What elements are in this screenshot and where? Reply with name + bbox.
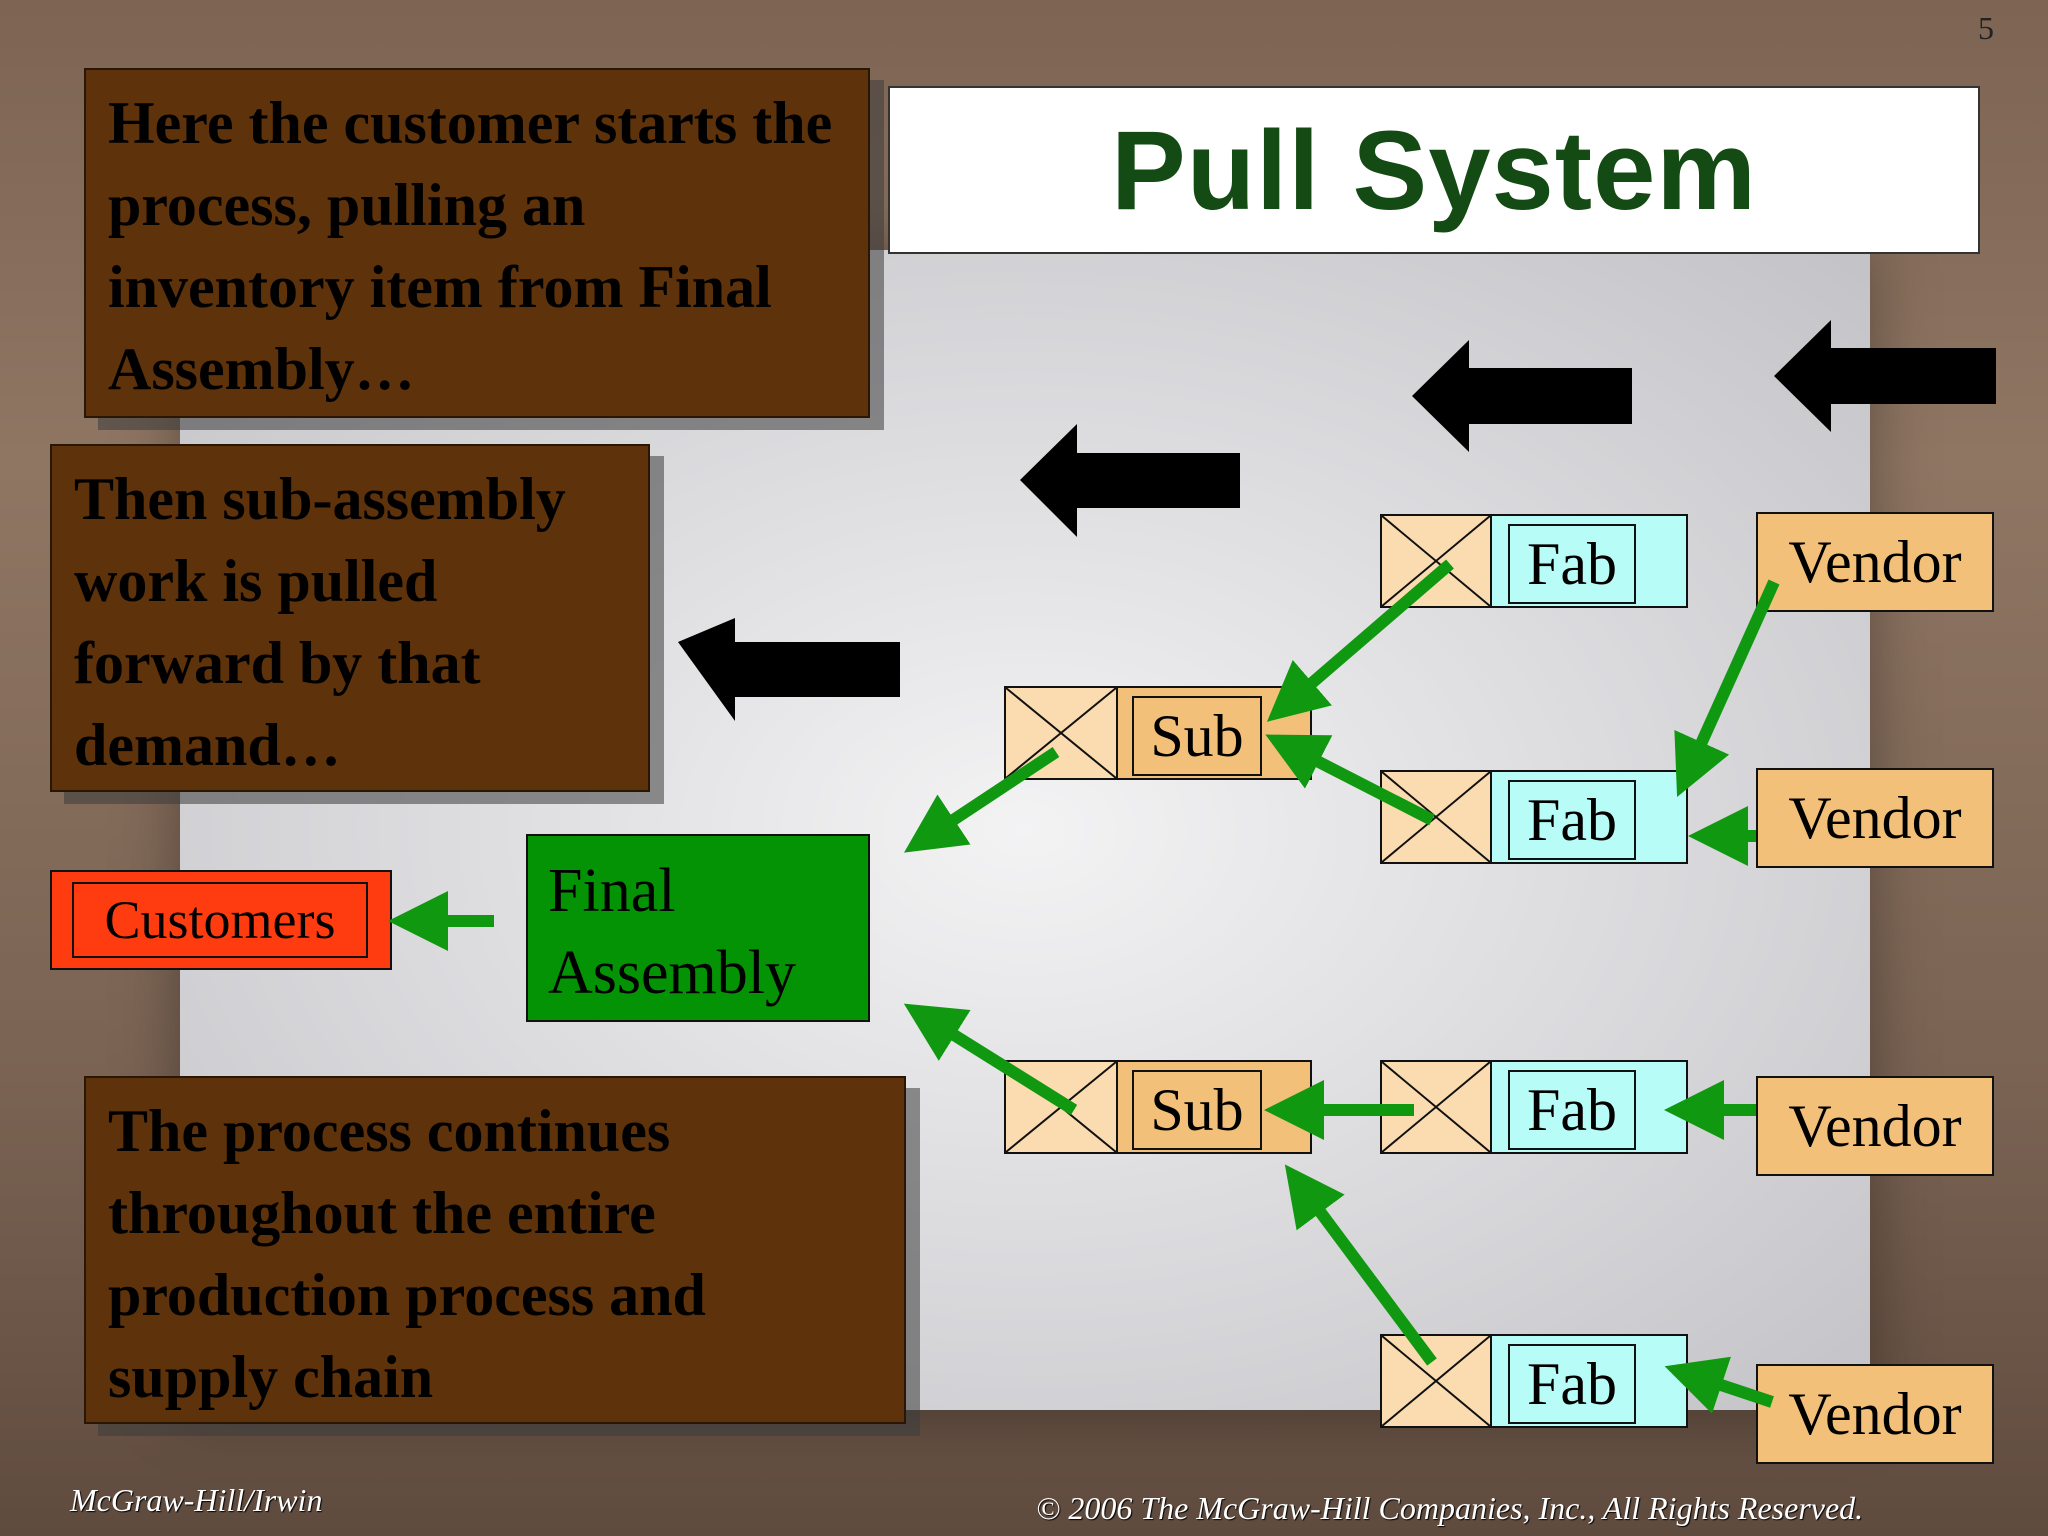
sub-node-bottom: Sub <box>1116 1060 1312 1154</box>
final-assembly-label: Final Assembly <box>548 857 796 1007</box>
page-title: Pull System <box>1111 107 1757 233</box>
fab-inventory-1 <box>1380 514 1492 608</box>
sub-label-bottom: Sub <box>1132 1070 1262 1150</box>
inventory-x-icon <box>1382 772 1490 862</box>
sub-label-top: Sub <box>1132 696 1262 776</box>
fab-node-3: Fab <box>1490 1060 1688 1154</box>
fab-inventory-2 <box>1380 770 1492 864</box>
note-box-third: The process continues throughout the ent… <box>84 1076 906 1424</box>
fab-inventory-4 <box>1380 1334 1492 1428</box>
fab-label-3: Fab <box>1508 1070 1636 1150</box>
fab-inventory-3 <box>1380 1060 1492 1154</box>
note-text-first: Here the customer starts the process, pu… <box>108 90 833 402</box>
final-assembly-node: Final Assembly <box>526 834 870 1022</box>
vendor-node-1: Vendor <box>1756 512 1994 612</box>
vendor-node-2: Vendor <box>1756 768 1994 868</box>
sub-inventory-bottom <box>1004 1060 1118 1154</box>
note-text-second: Then sub-assembly work is pulled forward… <box>74 466 566 778</box>
inventory-x-icon <box>1006 1062 1116 1152</box>
sub-inventory-top <box>1004 686 1118 780</box>
footer-publisher: McGraw-Hill/Irwin <box>70 1482 323 1518</box>
footer-copyright: © 2006 The McGraw-Hill Companies, Inc., … <box>1036 1490 1864 1526</box>
note-box-second: Then sub-assembly work is pulled forward… <box>50 444 650 792</box>
note-box-first: Here the customer starts the process, pu… <box>84 68 870 418</box>
customers-node: Customers <box>50 870 392 970</box>
fab-label-2: Fab <box>1508 780 1636 860</box>
fab-label-4: Fab <box>1508 1344 1636 1424</box>
vendor-node-4: Vendor <box>1756 1364 1994 1464</box>
title-box: Pull System <box>888 86 1980 254</box>
fab-node-4: Fab <box>1490 1334 1688 1428</box>
inventory-x-icon <box>1382 1336 1490 1426</box>
customers-label: Customers <box>72 882 368 958</box>
fab-label-1: Fab <box>1508 524 1636 604</box>
vendor-node-3: Vendor <box>1756 1076 1994 1176</box>
inventory-x-icon <box>1006 688 1116 778</box>
fab-node-1: Fab <box>1490 514 1688 608</box>
note-text-third: The process continues throughout the ent… <box>108 1098 706 1410</box>
sub-node-top: Sub <box>1116 686 1312 780</box>
inventory-x-icon <box>1382 516 1490 606</box>
fab-node-2: Fab <box>1490 770 1688 864</box>
page-number: 5 <box>1978 10 1994 46</box>
inventory-x-icon <box>1382 1062 1490 1152</box>
